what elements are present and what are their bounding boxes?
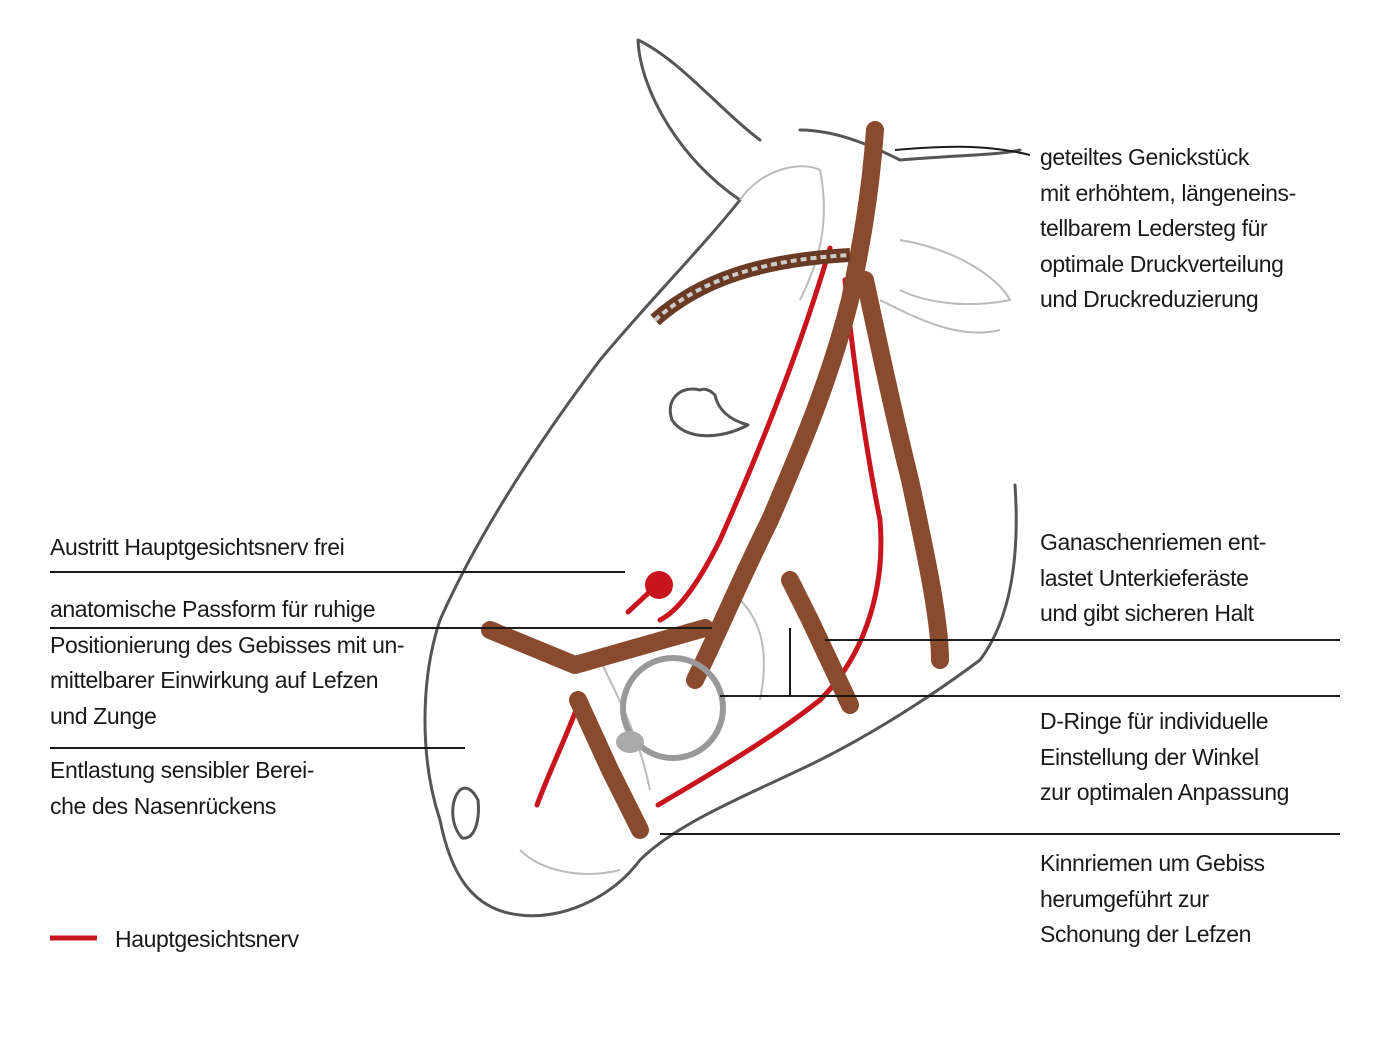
text-line: Entlastung sensibler Berei- <box>50 757 315 783</box>
text-line: und gibt sicheren Halt <box>1040 600 1254 626</box>
annotation-passform: anatomische Passform für ruhige Position… <box>50 592 405 734</box>
annotation-entlastung: Entlastung sensibler Berei- che des Nase… <box>50 753 314 824</box>
text-line: herumgeführt zur <box>1040 885 1209 912</box>
text-line: Einstellung der Winkel <box>1040 743 1259 770</box>
horse-detail-lines <box>519 165 1012 875</box>
legend-label: Hauptgesichtsnerv <box>115 926 299 952</box>
text-line: zur optimalen Anpassung <box>1040 779 1290 805</box>
text-line: anatomische Passform für ruhige <box>50 596 376 622</box>
nerve-lines <box>534 245 884 808</box>
text-line: mittelbarer Einwirkung auf Lefzen <box>50 667 379 693</box>
text-line: Ganaschenriemen ent- <box>1040 529 1266 555</box>
text-line: che des Nasenrückens <box>50 792 276 819</box>
text-line: Schonung der Lefzen <box>1040 921 1252 947</box>
text-line: und Druckreduzierung <box>1040 286 1259 312</box>
annotation-genickstueck: geteiltes Genickstück mit erhöhtem, läng… <box>1040 140 1296 318</box>
text-line: mit erhöhtem, längeneins- <box>1040 179 1296 206</box>
bit-mouthpiece <box>616 731 644 753</box>
text-line: Austritt Hauptgesichtsnerv frei <box>50 534 345 560</box>
browband-crystals <box>653 253 851 322</box>
leader-lines <box>50 145 1340 835</box>
text-line: Kinnriemen um Gebiss <box>1040 850 1265 876</box>
horse-outline <box>423 38 1022 918</box>
nerve-exit-marker <box>645 571 673 599</box>
text-line: tellbarem Ledersteg für <box>1040 215 1268 241</box>
text-line: und Zunge <box>50 702 157 729</box>
text-line: Positionierung des Gebisses mit un- <box>50 631 405 658</box>
annotation-kinnriemen: Kinnriemen um Gebiss herumgeführt zur Sc… <box>1040 846 1265 953</box>
text-line: D-Ringe für individuelle <box>1040 708 1269 734</box>
annotation-ganaschen: Ganaschenriemen ent- lastet Unterkieferä… <box>1040 525 1266 632</box>
bridle <box>481 121 949 839</box>
annotation-dringe: D-Ringe für individuelle Einstellung der… <box>1040 704 1289 811</box>
text-line: optimale Druckverteilung <box>1040 250 1284 277</box>
text-line: geteiltes Genickstück <box>1040 144 1249 170</box>
text-line: lastet Unterkieferäste <box>1040 564 1249 591</box>
bit-ring <box>620 655 726 761</box>
annotation-austritt: Austritt Hauptgesichtsnerv frei <box>50 530 345 566</box>
